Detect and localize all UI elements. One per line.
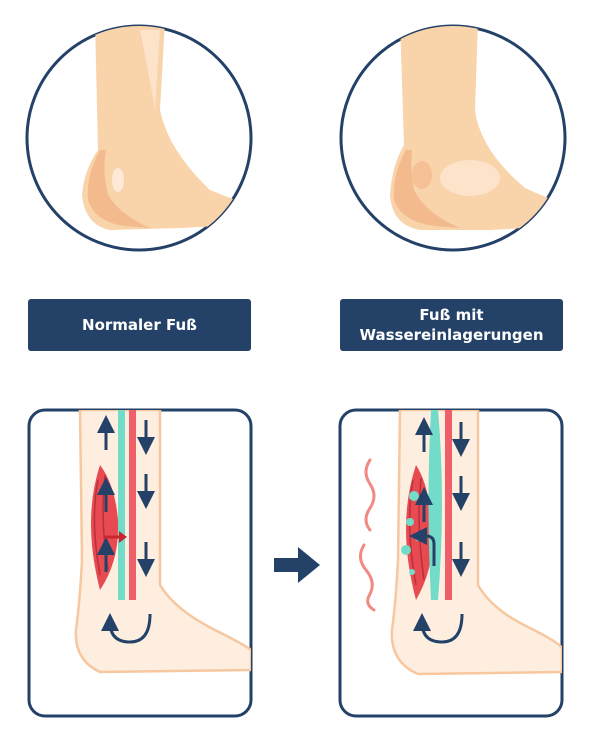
edema-foot-illustration [339,24,567,252]
label-normal-foot: Normaler Fuß [28,299,251,351]
normal-foot-illustration [25,24,253,252]
normal-circulation-box [27,408,253,718]
label-edema-line2: Wassereinlagerungen [359,326,544,344]
label-normal-foot-text: Normaler Fuß [82,316,197,334]
label-edema-foot: Fuß mit Wassereinlagerungen [340,299,563,351]
label-edema-line1: Fuß mit [419,306,484,324]
edema-circulation-box [338,408,564,718]
right-arrow-icon [274,547,320,583]
